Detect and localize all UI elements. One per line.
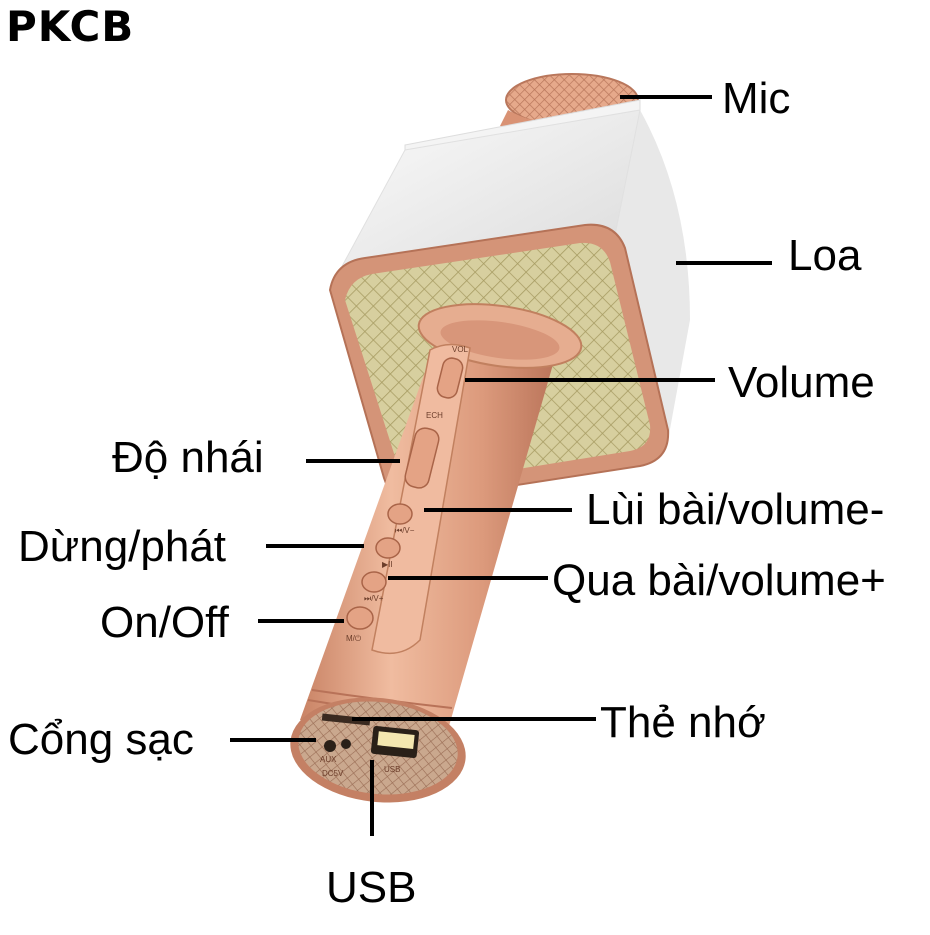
label-loa: Loa xyxy=(788,231,862,280)
next-button[interactable] xyxy=(361,571,387,593)
dc-marking: DC5V xyxy=(322,769,344,778)
aux-marking: AUX xyxy=(320,755,337,764)
label-on-off: On/Off xyxy=(100,598,229,647)
leader-lines xyxy=(230,95,772,836)
label-lui-bai: Lùi bài/volume- xyxy=(586,485,885,534)
handle xyxy=(300,303,583,740)
label-do-nhai: Độ nhái xyxy=(112,433,264,482)
brand-logo: PKCB xyxy=(6,2,135,51)
ech-marking: ECH xyxy=(426,411,443,420)
label-cong-sac: Cổng sạc xyxy=(8,715,194,764)
mode-marking: M/⏻ xyxy=(346,634,362,643)
usb-marking: USB xyxy=(384,765,400,774)
next-marking: ⏭/V+ xyxy=(364,594,384,603)
prev-button[interactable] xyxy=(387,503,413,525)
label-dung-phat: Dừng/phát xyxy=(18,522,227,571)
label-qua-bai: Qua bài/volume+ xyxy=(552,556,886,605)
label-mic: Mic xyxy=(722,74,791,123)
bottom-cap: AUX DC5V USB xyxy=(290,697,466,803)
label-volume: Volume xyxy=(728,358,875,407)
label-the-nho: Thẻ nhớ xyxy=(600,698,766,747)
control-buttons: VOL ECH ⏮/V− ▶II ⏭/V+ M/⏻ xyxy=(346,345,469,643)
play-button[interactable] xyxy=(375,537,401,559)
vol-marking: VOL xyxy=(452,345,469,354)
card-slot[interactable] xyxy=(321,713,371,726)
vol-button[interactable] xyxy=(435,356,464,400)
label-usb: USB xyxy=(326,863,417,912)
charge-port[interactable] xyxy=(324,740,336,752)
aux-port[interactable] xyxy=(341,739,351,749)
power-button[interactable] xyxy=(346,606,374,630)
ech-button[interactable] xyxy=(403,426,441,490)
play-marking: ▶II xyxy=(382,560,393,569)
prev-marking: ⏮/V− xyxy=(395,526,415,535)
